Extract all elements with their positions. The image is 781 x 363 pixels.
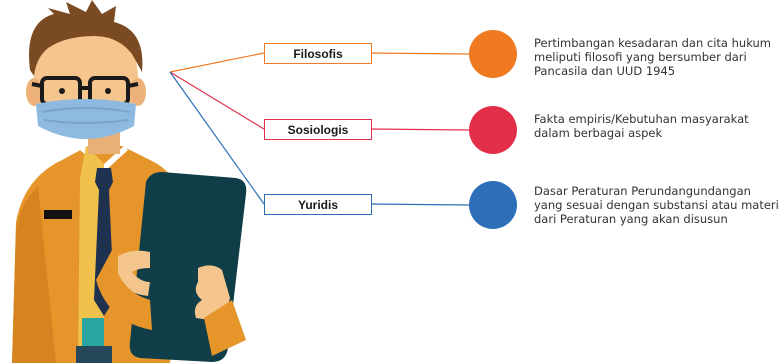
desc-line: Pertimbangan kesadaran dan cita hukum bbox=[534, 36, 771, 50]
connector-line-sosiologis bbox=[169, 71, 265, 130]
desc-line: yang sesuai dengan substansi atau materi bbox=[534, 198, 779, 212]
label-filosofis: Filosofis bbox=[264, 43, 372, 64]
connector-line-sosiologis-circle bbox=[371, 128, 470, 131]
circle-sosiologis bbox=[469, 106, 517, 154]
desc-line: dari Peraturan yang akan disusun bbox=[534, 212, 728, 226]
desc-line: dalam berbagai aspek bbox=[534, 126, 663, 140]
desc-line: Fakta empiris/Kebutuhan masyarakat bbox=[534, 112, 749, 126]
label-yuridis-text: Yuridis bbox=[297, 197, 338, 212]
connector-line-yuridis-circle bbox=[371, 203, 470, 206]
circle-yuridis bbox=[469, 181, 517, 229]
desc-filosofis: Pertimbangan kesadaran dan cita hukum me… bbox=[534, 36, 771, 78]
desc-line: Dasar Peraturan Perundangundangan bbox=[534, 184, 751, 198]
label-filosofis-text: Filosofis bbox=[293, 46, 343, 61]
face-mask-icon bbox=[36, 99, 136, 139]
connector-lines bbox=[169, 52, 470, 206]
officer-figure bbox=[12, 0, 247, 363]
desc-line: meliputi filosofi yang bersumber dari bbox=[534, 50, 747, 64]
connector-line-filosofis bbox=[169, 52, 265, 73]
desc-line: Pancasila dan UUD 1945 bbox=[534, 64, 676, 78]
circle-filosofis bbox=[469, 30, 517, 78]
desc-yuridis: Dasar Peraturan Perundangundangan yang s… bbox=[534, 184, 779, 226]
desc-sosiologis: Fakta empiris/Kebutuhan masyarakat dalam… bbox=[534, 112, 749, 140]
connector-line-yuridis bbox=[169, 71, 265, 205]
name-badge-icon bbox=[44, 210, 72, 219]
label-sosiologis-text: Sosiologis bbox=[287, 122, 349, 137]
label-yuridis: Yuridis bbox=[264, 194, 372, 215]
label-sosiologis: Sosiologis bbox=[264, 119, 372, 140]
connector-line-filosofis-circle bbox=[371, 52, 470, 55]
